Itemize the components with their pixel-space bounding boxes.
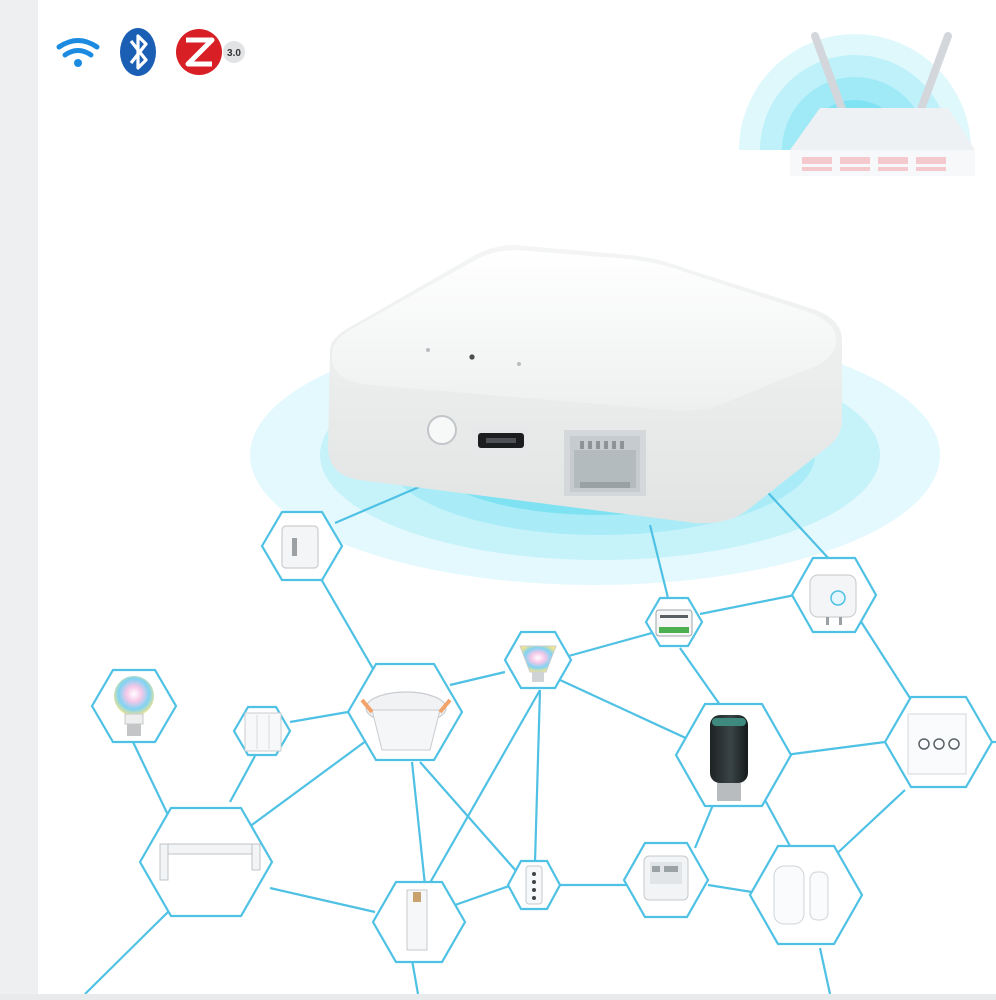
device-cube-switch bbox=[260, 510, 344, 582]
device-curtain-switch bbox=[883, 695, 994, 789]
device-wall-switch bbox=[232, 705, 292, 757]
device-radiator-valve bbox=[674, 702, 793, 808]
device-nodes bbox=[90, 510, 994, 964]
device-rgb-bulb bbox=[90, 668, 178, 744]
image-panel: 3.0 bbox=[38, 0, 996, 995]
gateway-hub bbox=[328, 245, 842, 524]
bluetooth-icon bbox=[120, 28, 156, 76]
device-relay-module bbox=[644, 596, 704, 648]
device-door-sensor bbox=[748, 844, 864, 946]
wifi-icon bbox=[56, 38, 100, 67]
device-downlight bbox=[346, 662, 464, 762]
device-scene-remote bbox=[506, 859, 562, 911]
usb-port bbox=[472, 427, 530, 457]
bottom-margin bbox=[0, 994, 996, 1000]
scene: 3.0 bbox=[56, 28, 996, 995]
device-gu10-bulb bbox=[503, 630, 573, 690]
zigbee-icon: 3.0 bbox=[176, 29, 245, 75]
device-thermostat-display bbox=[622, 841, 710, 919]
router bbox=[739, 32, 975, 176]
device-smart-plug bbox=[790, 556, 878, 634]
zigbee-version-label: 3.0 bbox=[227, 48, 241, 59]
left-margin bbox=[0, 0, 38, 1000]
ethernet-port bbox=[564, 430, 646, 496]
device-curtain-track bbox=[138, 806, 274, 918]
device-roller-shade bbox=[371, 880, 467, 964]
reset-button bbox=[427, 415, 457, 445]
